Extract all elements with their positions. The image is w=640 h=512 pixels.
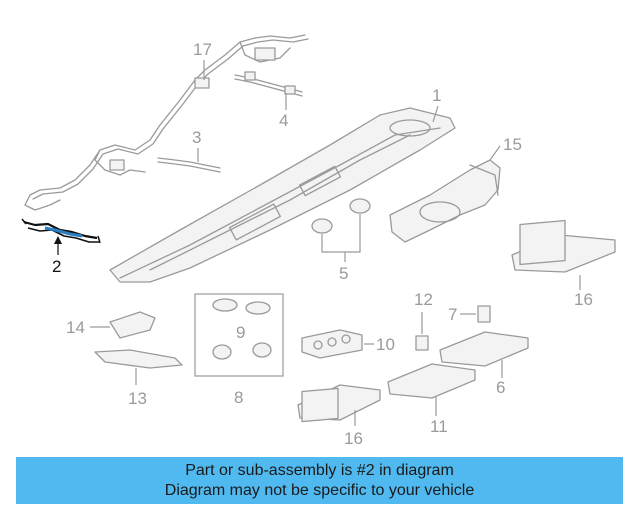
callout-17: 17 — [193, 40, 212, 59]
part-13-trim — [94, 349, 183, 369]
part-15-rear-console — [389, 159, 501, 243]
part-1-overhead-console — [109, 107, 456, 283]
part-7-clip — [477, 305, 491, 323]
part-12-clip — [415, 335, 429, 351]
part-17-wiring-harness — [24, 34, 309, 211]
callout-13: 13 — [128, 389, 147, 408]
callout-16-lower: 16 — [344, 429, 363, 448]
callout-5: 5 — [339, 264, 348, 283]
callout-12: 12 — [414, 290, 433, 309]
part-5-lamp-lenses — [311, 198, 371, 234]
part-11-console-panel — [387, 363, 476, 399]
part-3-wire — [157, 157, 221, 173]
callout-4: 4 — [279, 111, 288, 130]
part-6-console-panel — [439, 331, 529, 367]
callout-3: 3 — [192, 128, 201, 147]
part-16-screen-upper — [511, 219, 616, 273]
part-10-switch-bank — [301, 329, 363, 359]
callout-2: 2 — [52, 257, 61, 276]
callout-14: 14 — [66, 318, 85, 337]
callout-7: 7 — [448, 305, 457, 324]
callout-16-upper: 16 — [574, 290, 593, 309]
banner-line-1: Part or sub-assembly is #2 in diagram — [185, 461, 454, 479]
part-2-highlighted-harness — [21, 218, 101, 244]
callout-9: 9 — [236, 323, 245, 342]
parts-diagram: 17 4 3 2 1 15 — [21, 34, 616, 448]
part-16-screen-lower — [297, 384, 381, 423]
leader-2-arrow — [54, 236, 62, 244]
info-banner: Part or sub-assembly is #2 in diagram Di… — [16, 457, 623, 504]
part-8-lamp-kit — [194, 293, 284, 377]
banner-line-2: Diagram may not be specific to your vehi… — [164, 481, 475, 499]
callout-15: 15 — [503, 135, 522, 154]
leader-1 — [432, 105, 439, 123]
callout-11: 11 — [430, 417, 448, 436]
callout-6: 6 — [496, 378, 505, 397]
callout-10: 10 — [376, 335, 395, 354]
callout-8: 8 — [234, 388, 243, 407]
leader-15 — [489, 145, 501, 161]
callout-1: 1 — [432, 86, 441, 105]
leader-5 — [321, 214, 361, 262]
part-14-lamp — [109, 311, 156, 339]
part-4-harness — [234, 71, 303, 97]
